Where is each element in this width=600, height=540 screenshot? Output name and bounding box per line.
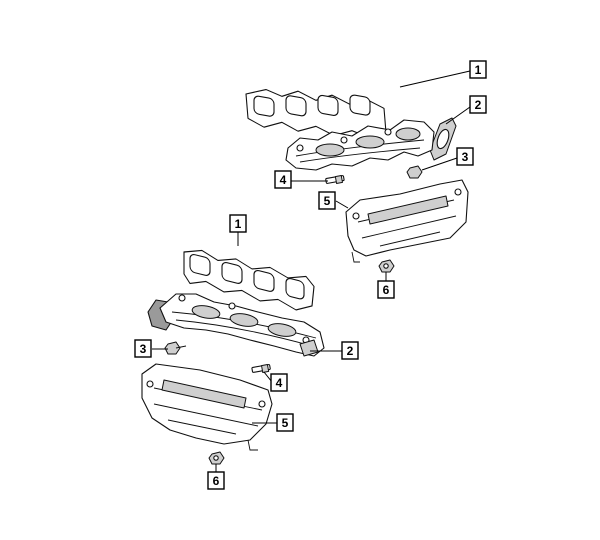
upper-bottom-nut [378,259,395,273]
svg-text:4: 4 [280,173,287,187]
lower-bottom-nut [208,451,225,465]
upper-heat-shield [345,179,469,263]
svg-text:1: 1 [235,217,242,231]
lower-flange-gasket [299,339,319,357]
svg-text:2: 2 [475,98,482,112]
callout-upper-heat-shield: 5 [318,191,336,210]
svg-text:3: 3 [462,150,469,164]
lower-gasket [183,249,315,311]
callout-lower-nut: 3 [134,339,152,358]
leader-lines [152,70,471,472]
lower-nut [164,341,187,355]
svg-text:6: 6 [213,474,220,488]
upper-flange-gasket [429,117,457,161]
svg-text:6: 6 [383,283,390,297]
svg-text:5: 5 [282,416,289,430]
upper-stud [325,175,345,184]
callout-lower-bottom-nut: 6 [207,471,225,490]
lower-heat-shield [141,363,273,451]
callout-upper-bottom-nut: 6 [377,280,395,299]
callout-lower-gasket: 1 [229,214,247,233]
svg-text:3: 3 [140,342,147,356]
callout-upper-stud: 4 [274,170,292,189]
callout-upper-flange-gasket: 2 [469,95,487,114]
svg-text:1: 1 [475,63,482,77]
callout-upper-gasket: 1 [469,60,487,79]
svg-text:2: 2 [347,344,354,358]
upper-manifold [285,119,435,171]
callout-lower-heat-shield: 5 [276,413,294,432]
lower-assembly [141,249,325,465]
svg-text:5: 5 [324,194,331,208]
svg-text:4: 4 [276,376,283,390]
upper-gasket [245,88,387,139]
lower-stud [251,364,271,373]
callout-upper-nut: 3 [456,147,474,166]
callout-lower-flange-gasket: 2 [341,341,359,360]
upper-assembly [245,88,469,273]
callouts: 1 2 3 4 5 6 1 2 [134,60,487,490]
callout-lower-stud: 4 [270,373,288,392]
lower-manifold [159,293,325,357]
upper-nut [406,165,423,179]
